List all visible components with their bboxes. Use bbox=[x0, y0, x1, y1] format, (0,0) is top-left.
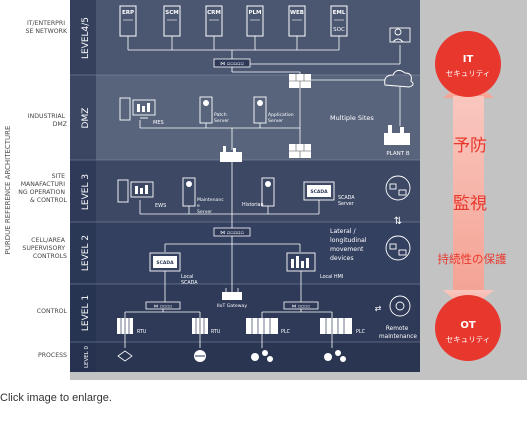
word-prevention: 予防 bbox=[453, 136, 487, 156]
local-hmi-label: Local HMI bbox=[320, 274, 343, 280]
plc-label-2: PLC bbox=[356, 329, 366, 335]
side-label-level1: CONTROL bbox=[37, 308, 68, 315]
historian-label: Historian bbox=[242, 202, 264, 208]
svg-text:セキュリティ: セキュリティ bbox=[446, 69, 491, 78]
side-label-dmz: INDUSTRIAL DMZ bbox=[28, 113, 67, 128]
ot-security-badge: OT セキュリティ bbox=[435, 295, 501, 361]
scada-server-label: SCADA Server bbox=[338, 195, 356, 207]
plant-icon bbox=[384, 125, 410, 145]
svg-text:OT: OT bbox=[460, 320, 476, 331]
firewall-icon bbox=[289, 74, 311, 88]
plant-b-label: PLANT B bbox=[386, 151, 409, 157]
process-machine-icon bbox=[251, 350, 273, 362]
purdue-architecture-diagram[interactable]: PURDUE REFERENCE ARCHITECTURE LEVEL4/5 D… bbox=[0, 0, 527, 380]
side-label-level0: PROCESS bbox=[38, 352, 67, 359]
svg-text:WEB: WEB bbox=[290, 10, 304, 16]
plc-device[interactable] bbox=[246, 318, 278, 334]
multiple-sites-label: Multiple Sites bbox=[330, 114, 374, 122]
svg-text:⋈ ▫▫▫▫: ⋈ ▫▫▫▫ bbox=[154, 305, 172, 310]
band-dmz bbox=[70, 75, 420, 160]
it-security-badge: IT セキュリティ bbox=[435, 31, 501, 97]
lateral-movement-label: Lateral / longitudinal movement devices bbox=[330, 228, 368, 262]
svg-text:CRM: CRM bbox=[207, 10, 221, 16]
network-switch[interactable]: ⋈ ▫▫▫▫ bbox=[283, 301, 319, 310]
svg-text:ERP: ERP bbox=[122, 10, 134, 16]
svg-text:セキュリティ: セキュリティ bbox=[446, 335, 491, 344]
dmz-links bbox=[139, 88, 301, 150]
ews-workstation[interactable] bbox=[117, 179, 154, 203]
svg-text:SCM: SCM bbox=[165, 10, 178, 16]
band-label-level1: LEVEL 1 bbox=[81, 295, 91, 331]
remote-maintenance-icon bbox=[389, 295, 411, 317]
bottom-strip bbox=[70, 372, 420, 380]
local-scada-label: Local SCADA bbox=[181, 274, 198, 286]
swap-arrows-icon: ⇄ bbox=[375, 304, 382, 313]
band-label-level3: LEVEL 3 bbox=[81, 174, 91, 210]
level1-links bbox=[124, 271, 333, 348]
remote-maintenance-label: Remote maintenance bbox=[379, 326, 417, 340]
word-persistence-protection: 持続性の保護 bbox=[438, 252, 507, 266]
click-to-enlarge-caption[interactable]: Click image to enlarge. bbox=[0, 392, 112, 404]
side-label-area bbox=[0, 0, 70, 380]
rtu-device[interactable] bbox=[192, 318, 208, 334]
cloud-icon bbox=[384, 69, 414, 88]
process-sensor-icon bbox=[117, 350, 133, 362]
application-server-label: Application Server bbox=[268, 112, 295, 124]
enterprise-links bbox=[127, 36, 401, 78]
svg-text:SCADA: SCADA bbox=[156, 260, 174, 266]
side-label-level3: SITE MANAFACTURI NG OPERATION & CONTROL bbox=[18, 173, 67, 204]
svg-text:SCADA: SCADA bbox=[310, 189, 328, 195]
band-label-level2: LEVEL 2 bbox=[81, 235, 91, 271]
rtu-label-1: RTU bbox=[137, 329, 147, 335]
band-level0 bbox=[70, 342, 420, 372]
scada-server-workstation[interactable]: SCADA bbox=[303, 181, 335, 201]
level-bands bbox=[70, 0, 420, 372]
iiot-gateway-label: IIoT Gateway bbox=[217, 303, 247, 309]
patch-server-label: Patch Server bbox=[214, 112, 229, 124]
svg-text:⋈ ▫▫▫▫: ⋈ ▫▫▫▫ bbox=[292, 305, 310, 310]
band-level-column bbox=[70, 0, 96, 372]
level3-links bbox=[139, 162, 320, 228]
svg-text:IT: IT bbox=[463, 54, 474, 65]
network-switch[interactable]: ⋈ ▫▫▫▫▫ bbox=[213, 227, 251, 237]
rtu-label-2: RTU bbox=[211, 329, 221, 335]
svg-text:EML: EML bbox=[333, 10, 346, 16]
maintenance-server-label: Maintenanc e Server bbox=[197, 197, 225, 215]
vertical-title: PURDUE REFERENCE ARCHITECTURE bbox=[4, 126, 12, 255]
soc-label: SOC bbox=[333, 27, 345, 33]
svg-text:⋈ ▫▫▫▫▫: ⋈ ▫▫▫▫▫ bbox=[220, 61, 244, 67]
mes-label: MES bbox=[153, 120, 164, 126]
side-label-level2: CELL/AREA SUPERVISORY CONTROLS bbox=[22, 237, 67, 260]
band-label-level45: LEVEL4/5 bbox=[81, 17, 91, 59]
process-machine-icon bbox=[324, 350, 346, 362]
process-gauge-icon bbox=[194, 350, 206, 362]
iiot-gateway[interactable] bbox=[222, 288, 242, 300]
band-label-level0: LEVEL 0 bbox=[84, 345, 90, 368]
firewall-icon bbox=[289, 144, 311, 158]
network-switch[interactable]: ⋈ ▫▫▫▫ bbox=[145, 301, 181, 310]
device-cluster-icon bbox=[385, 175, 411, 201]
side-label-level45: IT/ENTERPRI SE NETWORK bbox=[26, 20, 68, 35]
swap-arrows-icon: ⇅ bbox=[394, 216, 402, 227]
svg-text:⋈ ▫▫▫▫▫: ⋈ ▫▫▫▫▫ bbox=[220, 230, 244, 236]
mes-workstation[interactable] bbox=[119, 97, 156, 121]
band-label-dmz: DMZ bbox=[81, 108, 91, 129]
plc-label-1: PLC bbox=[281, 329, 291, 335]
soc-operator-icon bbox=[389, 27, 411, 43]
plc-device[interactable] bbox=[320, 318, 352, 334]
device-cluster-icon bbox=[385, 235, 411, 261]
svg-text:PLM: PLM bbox=[248, 10, 261, 16]
plant-icon bbox=[220, 146, 242, 162]
rtu-device[interactable] bbox=[117, 318, 133, 334]
band-level3 bbox=[70, 160, 420, 222]
level2-links bbox=[164, 236, 301, 292]
network-switch[interactable]: ⋈ ▫▫▫▫▫ bbox=[213, 58, 251, 68]
ews-label: EWS bbox=[155, 203, 166, 209]
word-monitoring: 監視 bbox=[453, 194, 487, 214]
